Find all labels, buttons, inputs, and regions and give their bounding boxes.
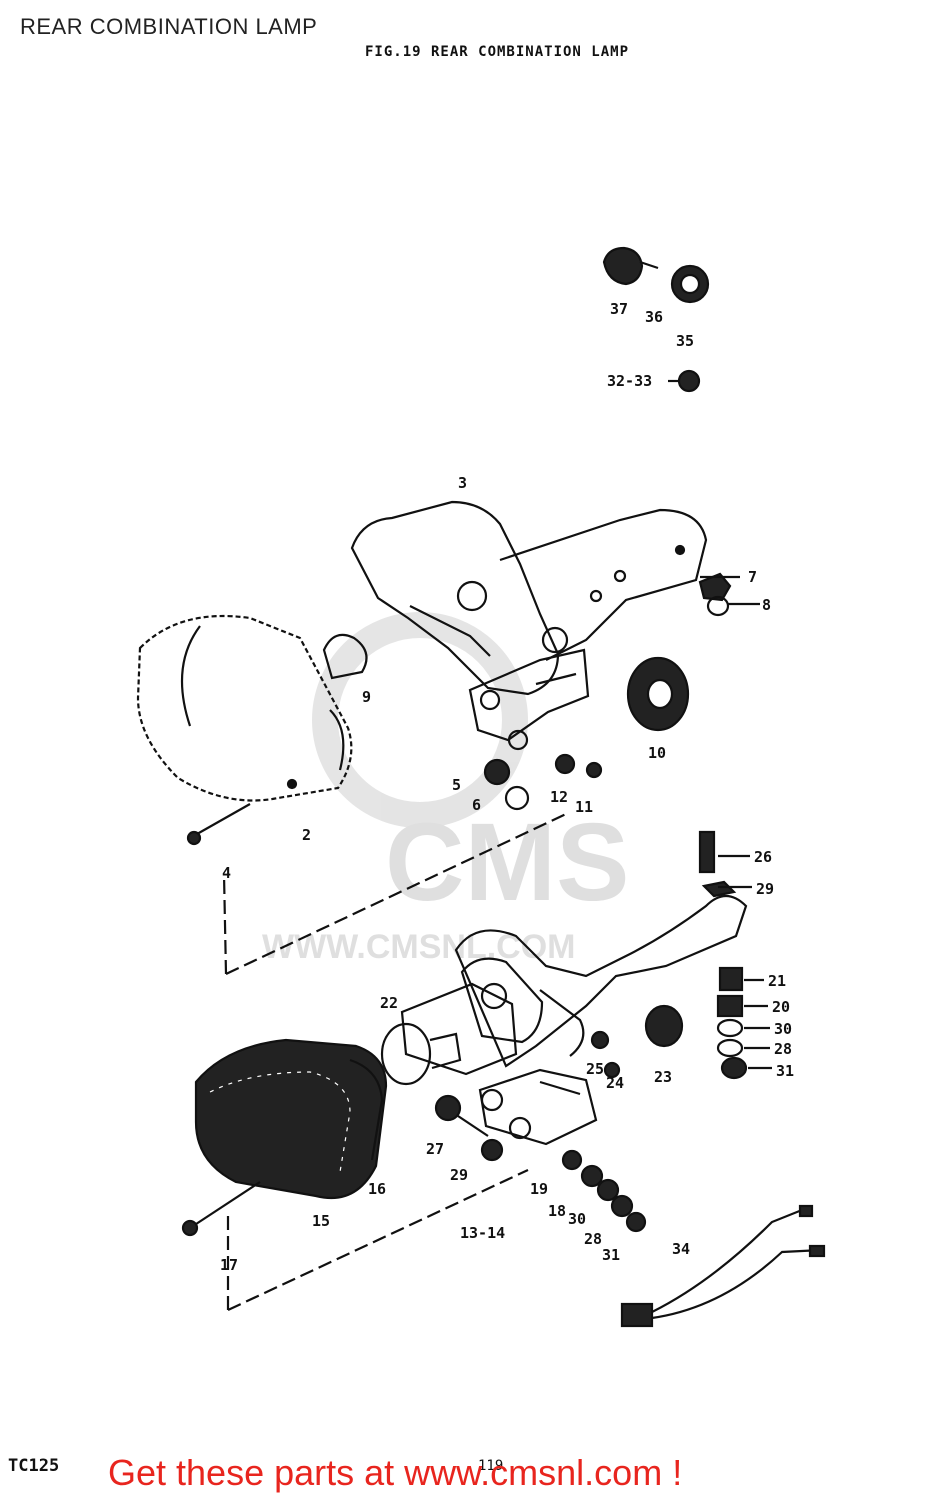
figure-title: FIG.19 REAR COMBINATION LAMP <box>365 44 630 60</box>
callout-36: 36 <box>645 308 663 326</box>
callout-30-right: 30 <box>774 1020 792 1038</box>
callout-31-right: 31 <box>776 1062 794 1080</box>
callout-6: 6 <box>472 796 481 814</box>
callout-12: 12 <box>550 788 568 806</box>
callout-3: 3 <box>458 474 467 492</box>
upper-lamp-bracket <box>350 500 708 696</box>
callout-35: 35 <box>676 332 694 350</box>
callout-28-right: 28 <box>774 1040 792 1058</box>
callout-9: 9 <box>362 688 371 706</box>
page-title: REAR COMBINATION LAMP <box>20 14 318 39</box>
callout-19: 19 <box>530 1180 548 1198</box>
callout-21: 21 <box>768 972 786 990</box>
callout-34: 34 <box>672 1240 690 1258</box>
watermark-site: WWW.CMSNL.COM <box>262 928 576 966</box>
callout-24: 24 <box>606 1074 624 1092</box>
bulb-socket-assembly <box>602 246 710 304</box>
callout-2: 2 <box>302 826 311 844</box>
callout-22: 22 <box>380 994 398 1012</box>
watermark: CMS WWW.CMSNL.COM <box>262 612 629 966</box>
callout-7: 7 <box>748 568 757 586</box>
callout-16: 16 <box>368 1180 386 1198</box>
callout-26: 26 <box>754 848 772 866</box>
callout-4: 4 <box>222 864 231 882</box>
grommet-part <box>668 369 701 393</box>
callout-37: 37 <box>610 300 628 318</box>
page-number: 119 <box>478 1458 504 1474</box>
callout-10: 10 <box>648 744 666 762</box>
callout-8: 8 <box>762 596 771 614</box>
callout-18: 18 <box>548 1202 566 1220</box>
upper-lens-housing <box>136 614 368 846</box>
callout-17: 17 <box>220 1256 238 1274</box>
callout-25: 25 <box>586 1060 604 1078</box>
callout-11: 11 <box>575 798 593 816</box>
callout-labels: 37 36 35 32-33 3 7 8 10 9 2 4 5 6 12 11 … <box>220 300 794 1274</box>
callout-30-bottom: 30 <box>568 1210 586 1228</box>
watermark-logo: CMS <box>385 801 629 924</box>
callout-20: 20 <box>772 998 790 1016</box>
parts-drawing <box>136 246 826 1328</box>
callout-13-14: 13-14 <box>460 1224 505 1242</box>
callout-32-33: 32-33 <box>607 372 652 390</box>
wiring-harness <box>620 1204 826 1328</box>
callout-23: 23 <box>654 1068 672 1086</box>
lower-lamp-bracket <box>454 894 748 1068</box>
callout-5: 5 <box>452 776 461 794</box>
bracket-plate <box>468 648 590 751</box>
callout-29-bottom: 29 <box>450 1166 468 1184</box>
promo-link[interactable]: Get these parts at www.cmsnl.com ! <box>108 1452 683 1493</box>
license-plate-bracket <box>400 982 598 1146</box>
page-code: TC125 <box>8 1456 60 1476</box>
callout-15: 15 <box>312 1212 330 1230</box>
callout-29-top: 29 <box>756 880 774 898</box>
callout-31-bottom: 31 <box>602 1246 620 1264</box>
lower-lens-housing <box>181 1038 388 1237</box>
callout-28-bottom: 28 <box>584 1230 602 1248</box>
callout-27: 27 <box>426 1140 444 1158</box>
